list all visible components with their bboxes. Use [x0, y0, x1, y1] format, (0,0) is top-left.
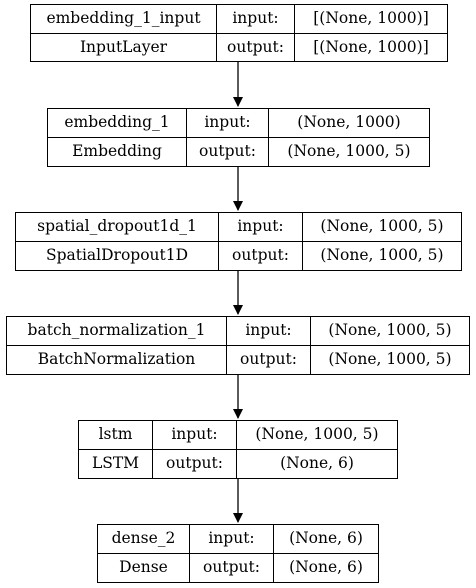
input-shape: (None, 6)	[273, 524, 379, 554]
input-label: input:	[189, 524, 274, 554]
output-label: output:	[189, 553, 274, 583]
input-label: input:	[216, 4, 295, 34]
output-shape: (None, 1000, 5)	[310, 345, 470, 375]
output-label: output:	[218, 241, 303, 271]
output-label: output:	[216, 32, 295, 62]
output-label: output:	[152, 449, 237, 479]
output-shape: (None, 1000, 5)	[268, 137, 430, 167]
layer-name: embedding_1_input	[30, 4, 217, 34]
layer-node-dense-2: dense_2 input: (None, 6) Dense output: (…	[97, 524, 379, 583]
input-shape: [(None, 1000)]	[294, 4, 448, 34]
layer-type: Dense	[97, 553, 190, 583]
layer-type: LSTM	[78, 449, 153, 479]
layer-node-embedding-1: embedding_1 input: (None, 1000) Embeddin…	[47, 108, 430, 167]
input-shape: (None, 1000, 5)	[236, 420, 398, 450]
output-shape: (None, 6)	[273, 553, 379, 583]
input-label: input:	[226, 316, 311, 346]
layer-name: embedding_1	[47, 108, 187, 138]
input-shape: (None, 1000, 5)	[310, 316, 470, 346]
layer-name: lstm	[78, 420, 153, 450]
output-label: output:	[186, 137, 269, 167]
input-shape: (None, 1000)	[268, 108, 430, 138]
layer-name: batch_normalization_1	[6, 316, 227, 346]
input-label: input:	[186, 108, 269, 138]
input-label: input:	[218, 212, 303, 242]
layer-node-batch-normalization-1: batch_normalization_1 input: (None, 1000…	[6, 316, 470, 375]
layer-type: Embedding	[47, 137, 187, 167]
output-label: output:	[226, 345, 311, 375]
layer-type: InputLayer	[30, 32, 217, 62]
input-shape: (None, 1000, 5)	[302, 212, 462, 242]
layer-name: spatial_dropout1d_1	[15, 212, 219, 242]
layer-node-spatial-dropout1d-1: spatial_dropout1d_1 input: (None, 1000, …	[15, 212, 462, 271]
output-shape: [(None, 1000)]	[294, 32, 448, 62]
output-shape: (None, 6)	[236, 449, 398, 479]
layer-node-embedding-1-input: embedding_1_input input: [(None, 1000)] …	[30, 4, 448, 62]
output-shape: (None, 1000, 5)	[302, 241, 462, 271]
layer-name: dense_2	[97, 524, 190, 554]
input-label: input:	[152, 420, 237, 450]
layer-node-lstm: lstm input: (None, 1000, 5) LSTM output:…	[78, 420, 398, 479]
layer-type: BatchNormalization	[6, 345, 227, 375]
layer-type: SpatialDropout1D	[15, 241, 219, 271]
